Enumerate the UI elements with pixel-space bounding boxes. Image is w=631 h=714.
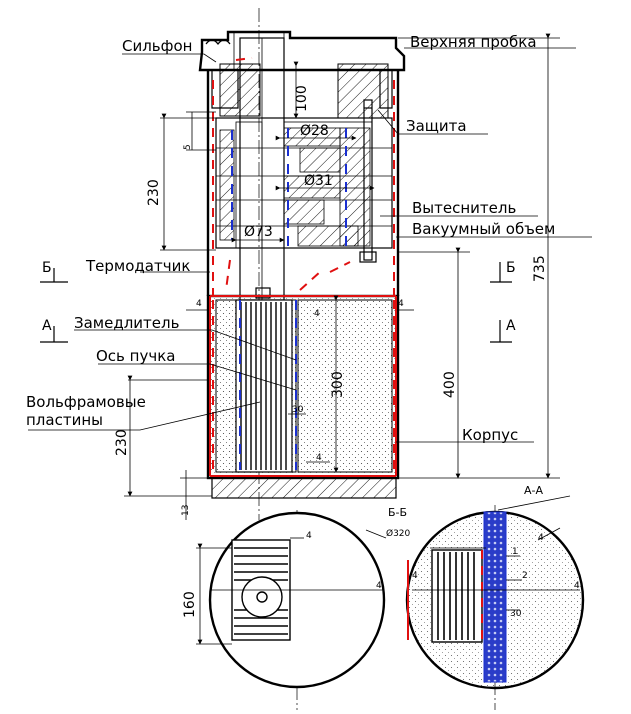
dim-28: Ø28 xyxy=(300,123,329,139)
section-markers xyxy=(40,262,512,343)
dim-4-mid: 4 xyxy=(314,309,320,319)
dim-4-cs-left: 4 xyxy=(412,571,418,581)
dim-4-cs-top-right: 4 xyxy=(538,533,544,543)
section-aa-title: А-А xyxy=(524,484,543,497)
dim-73: Ø73 xyxy=(244,224,273,240)
label-bellows: Сильфон xyxy=(122,37,192,55)
section-a-right: А xyxy=(506,318,516,334)
dim-2: 2 xyxy=(522,571,528,581)
leader-lines xyxy=(28,47,592,443)
dim-1: 1 xyxy=(512,547,518,557)
label-moderator: Замедлитель xyxy=(74,314,179,332)
dim-4-bottom: 4 xyxy=(316,453,322,463)
label-top-plug: Верхняя пробка xyxy=(410,33,537,51)
dim-230-bottom: 230 xyxy=(114,429,130,456)
dim-4-cs-side: 4 xyxy=(376,581,382,591)
cross-section-right xyxy=(405,495,585,690)
dim-4-cs-right: 4 xyxy=(574,581,580,591)
dim-5: 5 xyxy=(183,144,193,150)
dim-100: 100 xyxy=(294,85,310,112)
dim-300: 300 xyxy=(330,371,346,398)
dim-400: 400 xyxy=(442,371,458,398)
dim-30: 30 xyxy=(292,405,304,415)
moderator-container xyxy=(206,287,400,499)
dim-13: 13 xyxy=(181,505,191,516)
label-housing: Корпус xyxy=(462,426,518,444)
right-dimensions xyxy=(186,33,560,479)
dim-735: 735 xyxy=(532,255,548,282)
dim-4-left: 4 xyxy=(196,299,202,309)
gas-flow-arrows xyxy=(212,57,395,470)
section-bb-title: Б-Б xyxy=(388,506,407,519)
label-beam-axis: Ось пучка xyxy=(96,347,175,365)
dim-4-right: 4 xyxy=(398,299,404,309)
left-dimensions xyxy=(124,111,216,520)
dim-320: Ø320 xyxy=(386,528,411,539)
label-vacuum-volume: Вакуумный объем xyxy=(412,220,555,238)
label-thermosensor: Термодатчик xyxy=(85,257,190,275)
section-b-right: Б xyxy=(506,260,516,276)
cross-section-left xyxy=(196,511,387,689)
dim-230-top: 230 xyxy=(146,179,162,206)
label-shield: Защита xyxy=(406,117,467,135)
dim-160: 160 xyxy=(182,591,198,618)
label-displacer: Вытеснитель xyxy=(412,199,516,217)
top-plug xyxy=(198,30,406,119)
dim-31: Ø31 xyxy=(304,173,333,189)
dim-4-cs-top: 4 xyxy=(306,531,312,541)
section-a-left: А xyxy=(42,318,52,334)
label-tungsten-plates-2: пластины xyxy=(26,411,103,429)
label-tungsten-plates-1: Вольфрамовые xyxy=(26,393,146,411)
dim-30-cs: 30 xyxy=(510,609,522,619)
section-b-left: Б xyxy=(42,260,52,276)
